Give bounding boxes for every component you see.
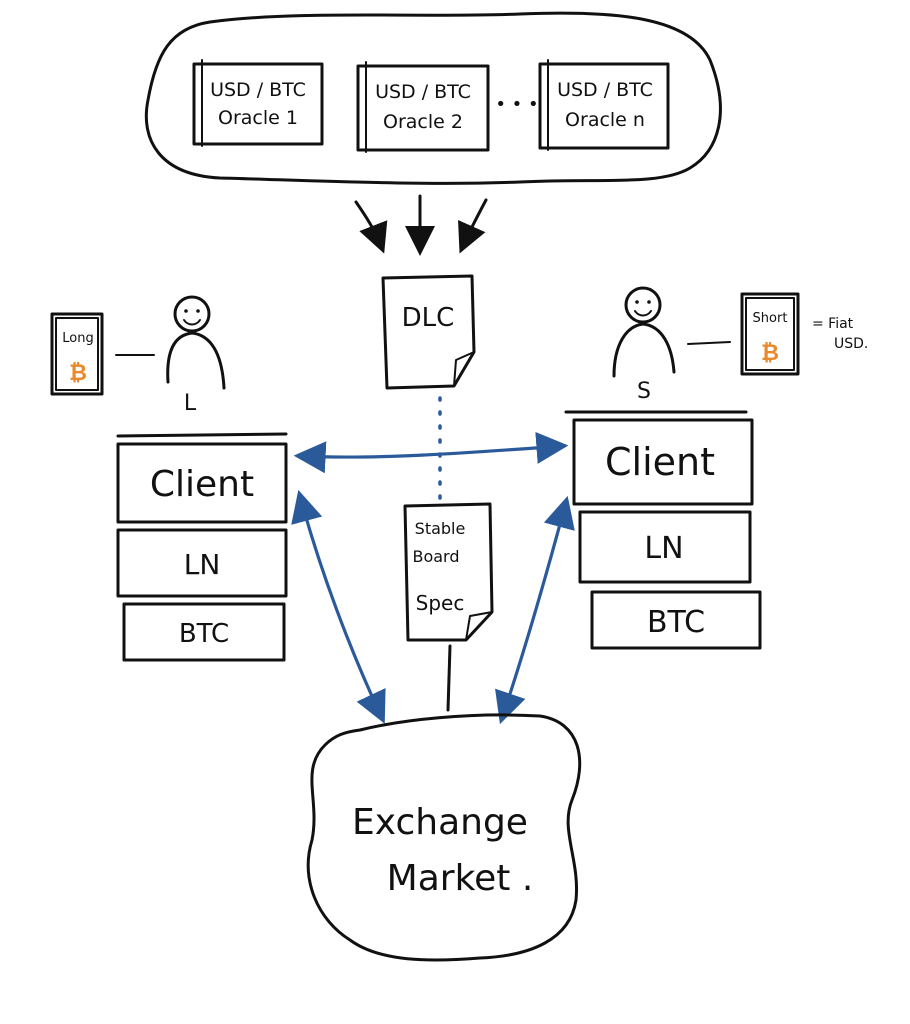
oracle-n-line2: Oracle n [565,109,645,131]
spec-line2: Board [412,547,459,566]
oracle-box-1: USD / BTC Oracle 1 [192,59,324,147]
short-card: Short ₿ [740,292,800,376]
long-stack: Client LN BTC [116,432,288,662]
short-card-connector [687,341,731,345]
exchange-line1: Exchange [352,802,528,843]
long-stack-btc: BTC [179,619,229,649]
long-card: Long ₿ [50,312,104,396]
long-person-label: L [184,391,197,416]
fiat-note-line2: USD. [834,336,868,352]
oracle-2-line1: USD / BTC [375,81,471,103]
oracle-n-line1: USD / BTC [557,79,653,101]
short-stack-btc: BTC [647,605,705,640]
oracle-ellipsis: • • • [495,94,538,115]
oracle-cloud [144,11,722,185]
short-person-icon [612,286,676,378]
exchange-line2: Market . [387,858,534,899]
long-stack-client: Client [150,464,254,505]
client-to-client-arrow [293,431,569,474]
long-client-exchange-arrow [291,489,386,724]
short-client-exchange-arrow [495,495,575,725]
short-stack-ln: LN [644,531,683,566]
oracle-1-line2: Oracle 1 [218,107,298,129]
long-card-label: Long [62,331,93,346]
oracle-box-2: USD / BTC Oracle 2 [356,61,490,153]
short-card-label: Short [753,311,788,326]
long-person-icon [166,295,226,390]
spec-line1: Stable [415,519,466,538]
spec-document: Stable Board Spec [403,502,494,642]
long-stack-ln: LN [184,548,221,581]
oracle-box-n: USD / BTC Oracle n [538,59,670,151]
oracle-2-line2: Oracle 2 [383,111,463,133]
fiat-note-line1: = Fiat [812,316,854,332]
oracle-1-line1: USD / BTC [210,79,306,101]
dlc-label: DLC [402,303,455,333]
spec-line3: Spec [416,591,465,615]
exchange-cloud [306,713,582,962]
short-stack: Client LN BTC [564,410,762,650]
long-bitcoin-icon: ₿ [69,361,87,386]
spec-exchange-connector [446,644,452,712]
dlc-document: DLC [381,274,476,390]
oracle-arrow-left [354,200,388,254]
short-stack-client: Client [605,440,715,484]
oracle-arrow-right [458,198,488,254]
short-bitcoin-icon: ₿ [761,341,779,366]
short-person-label: S [637,379,651,404]
